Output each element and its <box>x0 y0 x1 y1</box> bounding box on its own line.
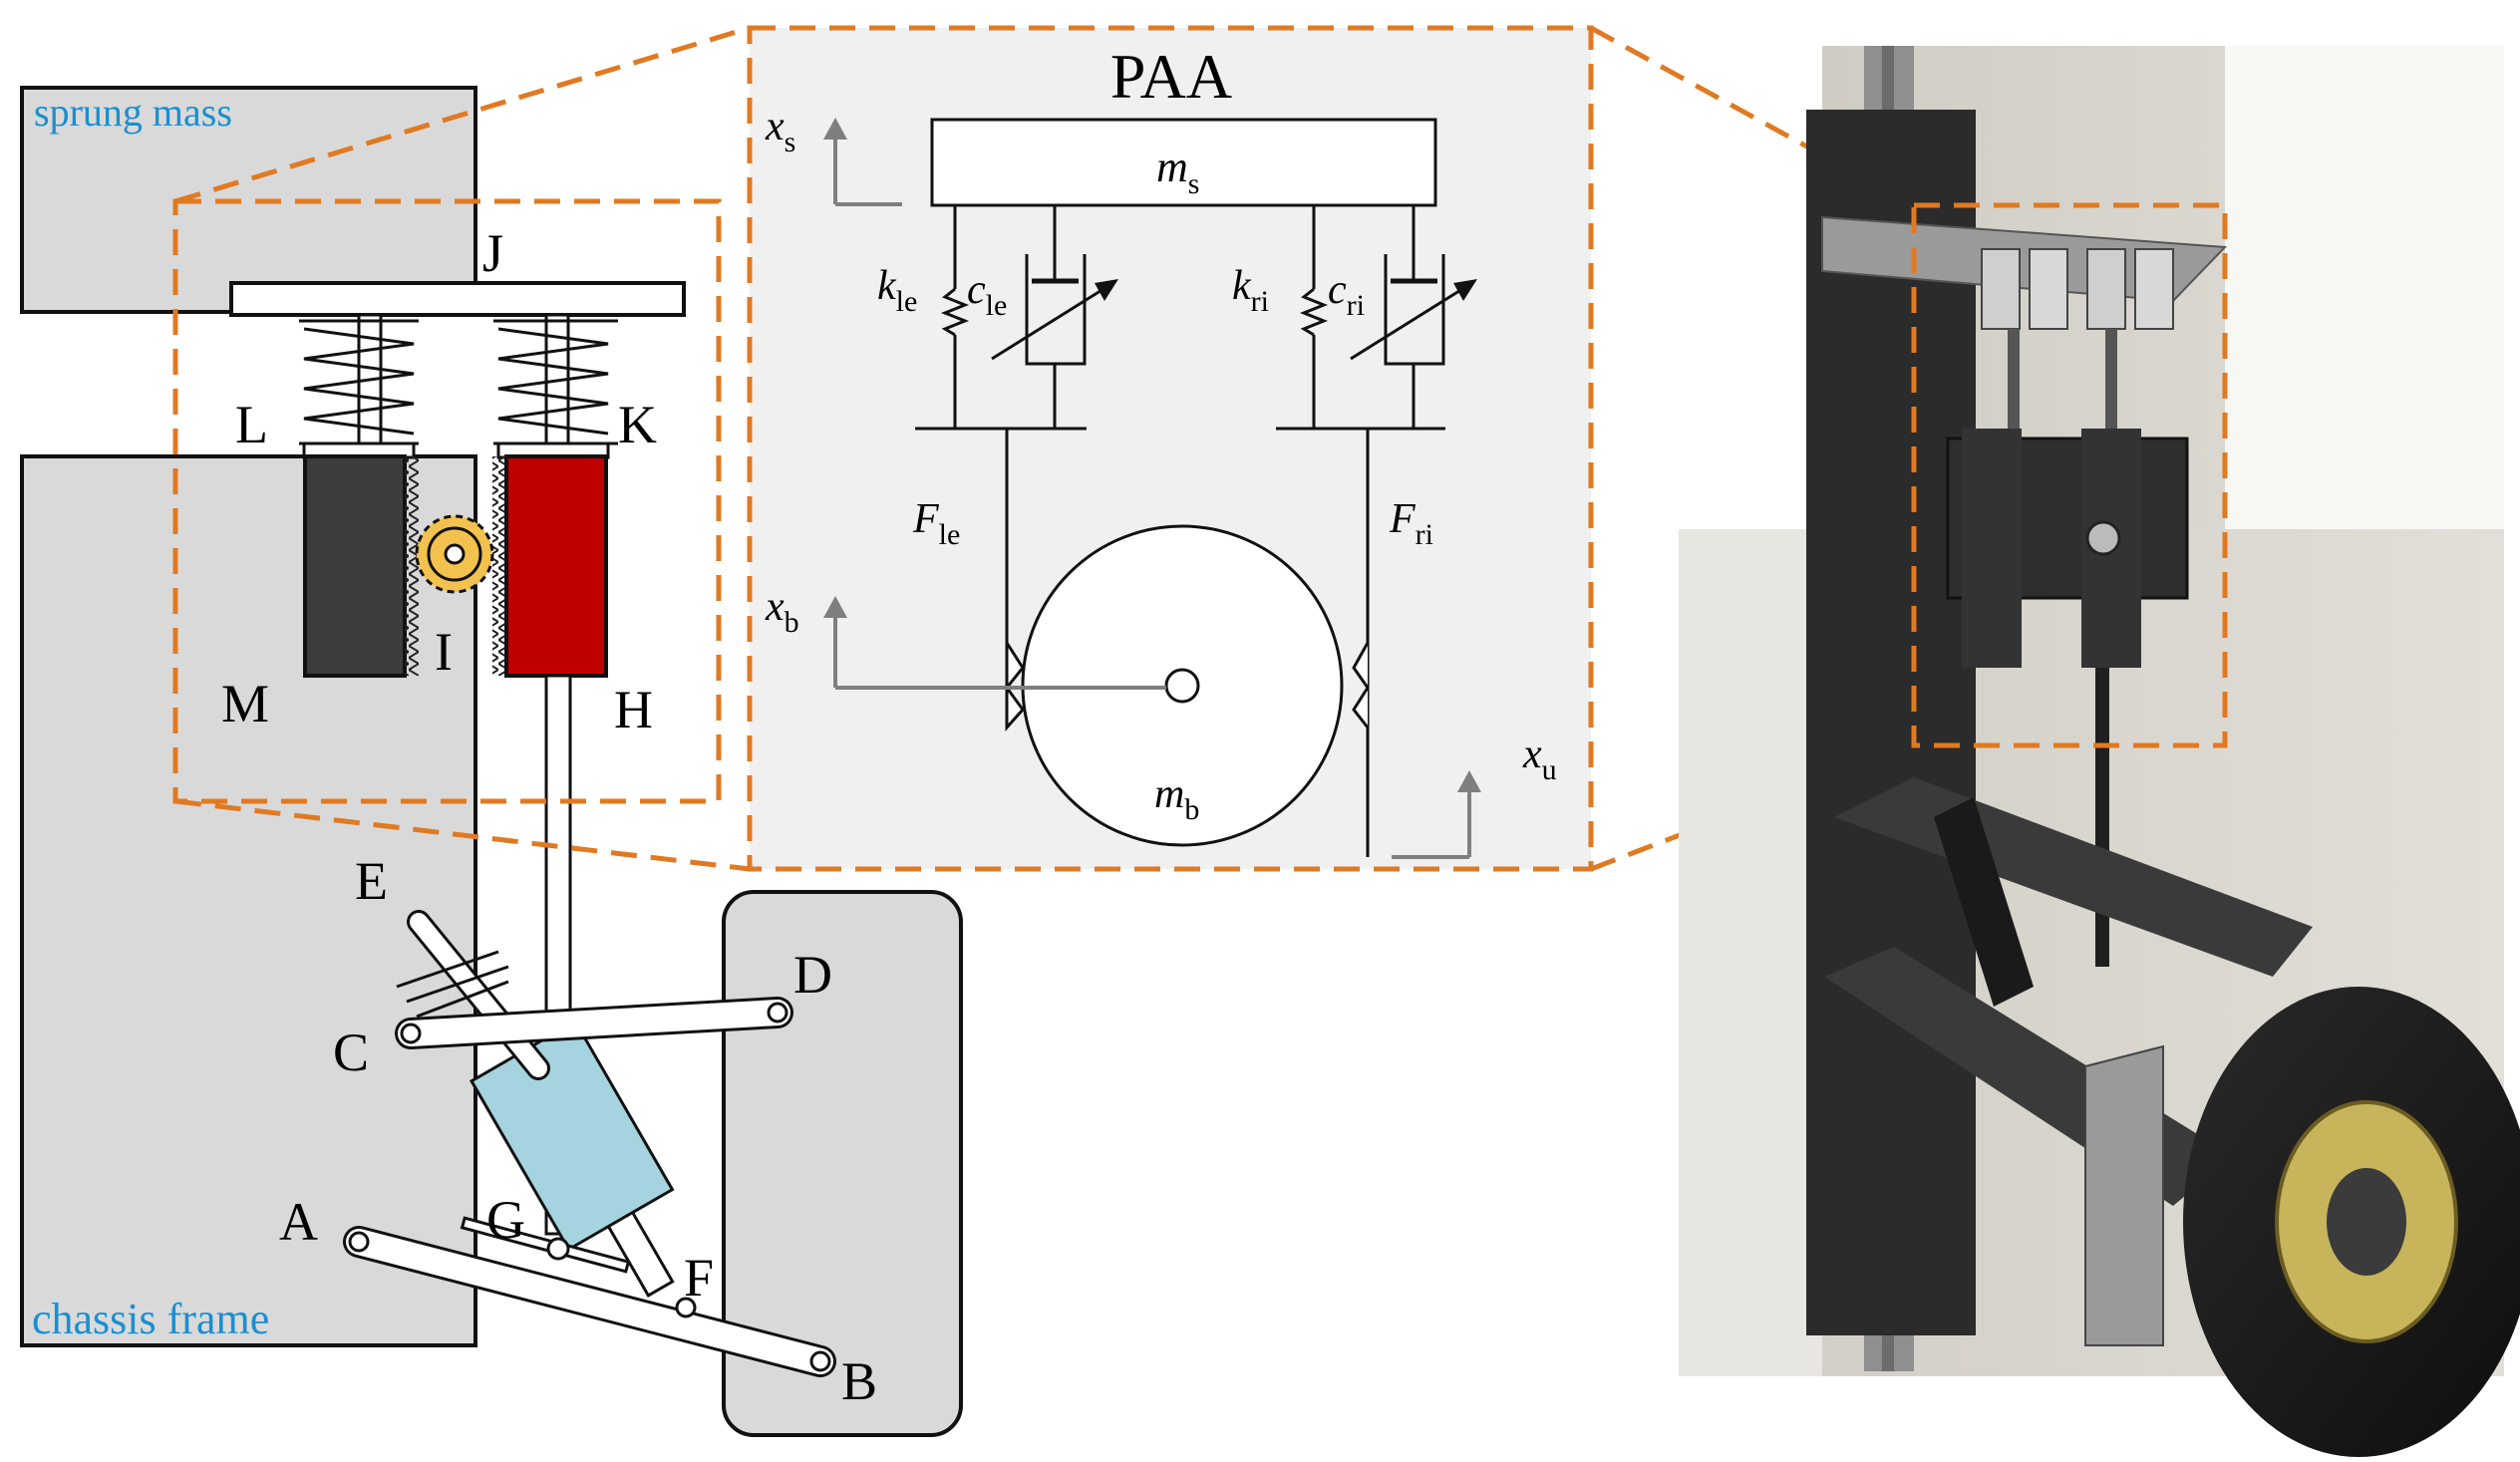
photo-bg-left <box>1679 529 1822 1376</box>
xu-label: xu <box>1522 731 1557 786</box>
kri-label: kri <box>1232 263 1269 318</box>
photo-window <box>2225 46 2504 529</box>
left-rack <box>303 454 407 678</box>
label-E: E <box>355 851 388 911</box>
photo-gear-hub <box>2085 520 2121 556</box>
xb-label: xb <box>765 584 799 639</box>
sprung-mass-ms <box>930 118 1437 207</box>
photo-damper <box>1934 797 2034 1007</box>
label-K: K <box>618 395 657 454</box>
pinion-gear <box>415 514 494 594</box>
label-F: F <box>684 1248 714 1308</box>
xs-arrow <box>823 118 902 206</box>
prototype-photo <box>1679 46 2520 1457</box>
xu-arrow <box>1392 770 1481 859</box>
photo-hub-plate <box>2084 1044 2164 1346</box>
cle-label: cle <box>967 267 1007 322</box>
left-contact <box>1005 642 1025 731</box>
zoom-box-actuator <box>172 198 722 804</box>
zoom-box-photo <box>1911 202 2228 748</box>
right-rack <box>504 454 608 678</box>
label-L: L <box>235 395 268 454</box>
label-C: C <box>333 1023 369 1082</box>
upper-arm <box>395 997 793 1049</box>
lower-arm <box>343 1216 836 1377</box>
label-M: M <box>221 674 269 733</box>
label-D: D <box>793 945 832 1005</box>
photo-rim-inner <box>2327 1168 2406 1276</box>
cri-label: cri <box>1328 267 1365 322</box>
label-B: B <box>841 1351 877 1411</box>
label-H: H <box>614 680 653 739</box>
xb-arrow <box>823 596 1166 690</box>
right-rack-teeth <box>492 456 506 676</box>
paa-model: PAA ms xs kle cle Fle <box>747 25 1594 872</box>
Fle-label: Fle <box>912 496 960 551</box>
top-plate <box>229 281 686 317</box>
right-spring <box>493 313 618 459</box>
paa-title: PAA <box>1110 41 1232 112</box>
photo-rod <box>2095 668 2109 967</box>
mb-label: mb <box>1154 771 1199 826</box>
mechanism: sprung mass chassis frame J L K M H <box>20 86 963 1437</box>
photo-spring-mounts <box>1981 248 2174 439</box>
left-damper-arrowhead <box>1095 279 1118 301</box>
label-J: J <box>482 223 503 283</box>
Fri-label: Fri <box>1389 496 1433 551</box>
zoom-connectors-left <box>174 25 751 872</box>
left-rack-teeth <box>405 456 419 676</box>
wheel-center <box>1164 668 1200 704</box>
left-spring <box>299 313 419 459</box>
sprung-mass-label: sprung mass <box>34 90 232 135</box>
ms-label: ms <box>1156 143 1199 200</box>
wheel-hub-block <box>722 890 963 1437</box>
label-G: G <box>486 1190 525 1250</box>
chassis-frame-label: chassis frame <box>32 1295 269 1343</box>
kle-label: kle <box>877 263 917 318</box>
rod-E <box>396 910 550 1080</box>
photo-rack-left <box>1962 429 2022 668</box>
label-A: A <box>279 1192 318 1252</box>
xs-label: xs <box>765 104 795 158</box>
damper <box>469 1019 675 1298</box>
right-contact <box>1352 642 1370 729</box>
left-spring-damper <box>915 205 1112 643</box>
right-damper-arrowhead <box>1453 279 1477 301</box>
backplate <box>1806 110 1976 1335</box>
label-I: I <box>435 622 453 682</box>
